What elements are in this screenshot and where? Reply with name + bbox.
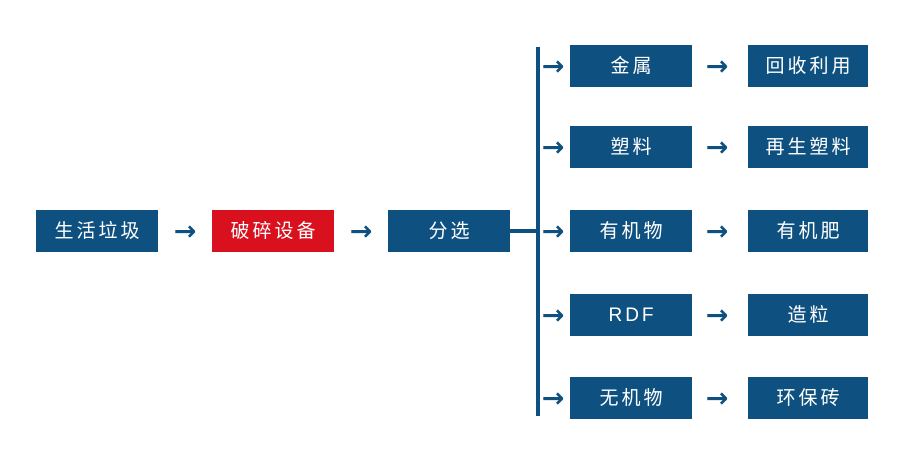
node-material-metal[interactable]: 金属 bbox=[570, 45, 692, 87]
node-material-inorganic[interactable]: 无机物 bbox=[570, 377, 692, 419]
node-crushing-equipment[interactable]: 破碎设备 bbox=[212, 210, 334, 252]
distribution-trunk-line bbox=[536, 47, 540, 416]
arrow-inorganic-to-eco-brick: → bbox=[705, 382, 729, 414]
connector-sorting-to-trunk bbox=[510, 229, 538, 233]
node-input-waste[interactable]: 生活垃圾 bbox=[36, 210, 158, 252]
node-material-plastic[interactable]: 塑料 bbox=[570, 126, 692, 168]
arrow-crusher-to-sorting: → bbox=[349, 215, 373, 247]
arrow-plastic-to-recycled-plastic: → bbox=[705, 131, 729, 163]
node-product-eco-brick[interactable]: 环保砖 bbox=[748, 377, 868, 419]
node-material-organic[interactable]: 有机物 bbox=[570, 210, 692, 252]
arrow-trunk-to-inorganic: → bbox=[541, 382, 565, 414]
arrow-input-to-crusher: → bbox=[173, 215, 197, 247]
arrow-rdf-to-pelletizing: → bbox=[705, 299, 729, 331]
node-product-recycling[interactable]: 回收利用 bbox=[748, 45, 868, 87]
node-sorting[interactable]: 分选 bbox=[388, 210, 510, 252]
node-product-pelletizing[interactable]: 造粒 bbox=[748, 294, 868, 336]
arrow-trunk-to-organic: → bbox=[541, 215, 565, 247]
arrow-trunk-to-plastic: → bbox=[541, 131, 565, 163]
node-product-organic-fertilizer[interactable]: 有机肥 bbox=[748, 210, 868, 252]
arrow-trunk-to-metal: → bbox=[541, 50, 565, 82]
node-material-rdf[interactable]: RDF bbox=[570, 294, 692, 336]
arrow-organic-to-fertilizer: → bbox=[705, 215, 729, 247]
arrow-trunk-to-rdf: → bbox=[541, 299, 565, 331]
node-product-recycled-plastic[interactable]: 再生塑料 bbox=[748, 126, 868, 168]
arrow-metal-to-recycling: → bbox=[705, 50, 729, 82]
